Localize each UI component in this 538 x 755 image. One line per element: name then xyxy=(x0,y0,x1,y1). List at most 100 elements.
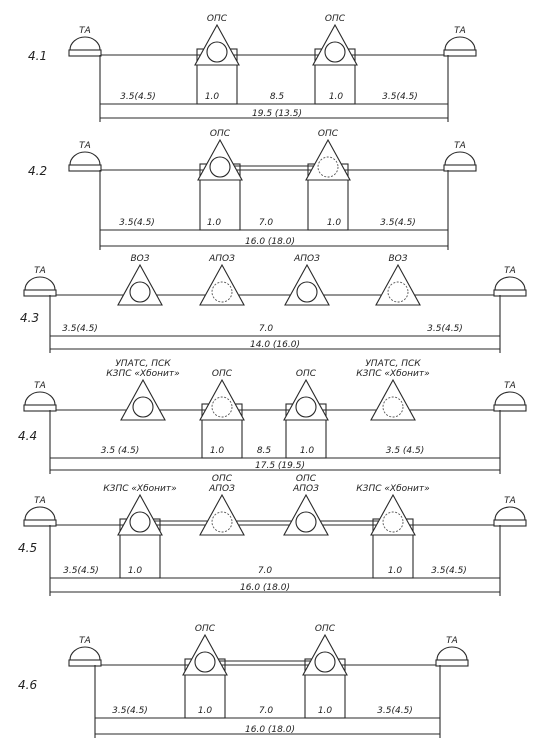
circle-shape xyxy=(296,281,318,303)
circle-shape xyxy=(211,511,233,533)
telephone-base xyxy=(435,659,469,667)
triangle-shape xyxy=(194,23,240,66)
telephone-base xyxy=(68,164,102,172)
telephone-label: ТА xyxy=(504,266,516,276)
segment-length: 3.5(4.5) xyxy=(380,218,416,228)
circle-shape xyxy=(211,396,233,418)
segment-length: 3.5(4.5) xyxy=(427,324,463,334)
segment-length: 1.0 xyxy=(329,92,344,102)
device-label: ОПС xyxy=(315,624,336,634)
segment-length: 3.5(4.5) xyxy=(112,706,148,716)
telephone-set-icon-right: ТА xyxy=(435,636,469,667)
telephone-base xyxy=(493,404,527,412)
telephone-dome xyxy=(69,151,101,166)
device-label: КЗПС «Хбонит» xyxy=(103,484,176,494)
telephone-base xyxy=(23,404,57,412)
telephone-base xyxy=(443,49,477,57)
telephone-label: ТА xyxy=(79,141,91,151)
triangle-shape xyxy=(199,493,245,536)
circle-shape xyxy=(317,156,339,178)
total-length: 16.0 (18.0) xyxy=(245,237,295,247)
circle-shape xyxy=(194,651,216,673)
device-label: АПОЗ xyxy=(208,254,235,264)
device-icon-1 xyxy=(199,378,245,459)
segment-length: 7.0 xyxy=(258,566,273,576)
device-label: ОПС xyxy=(318,129,339,139)
row-label: 4.6 xyxy=(18,678,37,692)
segment-length: 1.0 xyxy=(128,566,143,576)
row-label: 4.3 xyxy=(20,311,39,325)
row-label: 4.1 xyxy=(28,49,47,63)
telephone-label: ТА xyxy=(34,266,46,276)
segment-length: 3.5(4.5) xyxy=(62,324,98,334)
row-label: 4.4 xyxy=(18,429,37,443)
segment-length: 3.5 (4.5) xyxy=(101,446,140,456)
triangle-shape xyxy=(302,633,348,676)
circle-shape xyxy=(295,511,317,533)
total-length: 17.5 (19.5) xyxy=(255,461,305,471)
circle-shape xyxy=(132,396,154,418)
device-label: ОПС xyxy=(207,14,228,24)
segment-length: 3.5(4.5) xyxy=(382,92,418,102)
total-length: 14.0 (16.0) xyxy=(250,340,300,350)
segment-length: 3.5(4.5) xyxy=(119,218,155,228)
telephone-dome xyxy=(24,391,56,406)
telephone-set-icon-right: ТА xyxy=(493,266,527,297)
circle-shape xyxy=(129,281,151,303)
segment-length: 1.0 xyxy=(198,706,213,716)
telephone-set-icon-right: ТА xyxy=(443,141,477,172)
segment-length: 7.0 xyxy=(259,324,274,334)
telephone-label: ТА xyxy=(454,141,466,151)
segment-length: 7.0 xyxy=(259,218,274,228)
circle-shape xyxy=(314,651,336,673)
triangle-shape xyxy=(370,493,416,536)
circle-shape xyxy=(295,396,317,418)
segment-length: 1.0 xyxy=(300,446,315,456)
total-length: 16.0 (18.0) xyxy=(240,583,290,593)
telephone-dome xyxy=(24,276,56,291)
device-label: ОПС xyxy=(296,369,317,379)
device-icon-1 xyxy=(312,23,358,105)
telephone-label: ТА xyxy=(34,381,46,391)
telephone-dome xyxy=(69,646,101,661)
telephone-set-icon-right: ТА xyxy=(493,496,527,527)
segment-length: 3.5 (4.5) xyxy=(386,446,425,456)
segment-length: 1.0 xyxy=(388,566,403,576)
triangle-shape xyxy=(283,493,329,536)
segment-length: 3.5(4.5) xyxy=(431,566,467,576)
triangle-shape xyxy=(117,493,163,536)
device-icon-1 xyxy=(199,493,245,536)
telephone-dome xyxy=(24,506,56,521)
telephone-base xyxy=(23,289,57,297)
triangle-shape xyxy=(305,138,351,181)
telephone-label: ТА xyxy=(79,636,91,646)
device-label: ВОЗ xyxy=(130,254,149,264)
telephone-base xyxy=(493,289,527,297)
telephone-dome xyxy=(444,36,476,51)
segment-length: 1.0 xyxy=(318,706,333,716)
device-label: ОПС xyxy=(325,14,346,24)
telephone-label: ТА xyxy=(504,496,516,506)
circle-shape xyxy=(382,511,404,533)
telephone-set-icon-left: ТА xyxy=(23,496,57,527)
triangle-shape xyxy=(284,263,330,306)
segment-length: 1.0 xyxy=(205,92,220,102)
circle-shape xyxy=(129,511,151,533)
segment-length: 3.5(4.5) xyxy=(120,92,156,102)
device-icon-3 xyxy=(370,378,416,421)
circle-shape xyxy=(211,281,233,303)
telephone-dome xyxy=(494,276,526,291)
telephone-set-icon-left: ТА xyxy=(68,26,102,57)
triangle-shape xyxy=(312,23,358,66)
segment-length: 1.0 xyxy=(327,218,342,228)
device-icon-0 xyxy=(197,138,243,231)
triangle-shape xyxy=(117,263,163,306)
triangle-shape xyxy=(370,378,416,421)
circle-shape xyxy=(324,41,346,63)
